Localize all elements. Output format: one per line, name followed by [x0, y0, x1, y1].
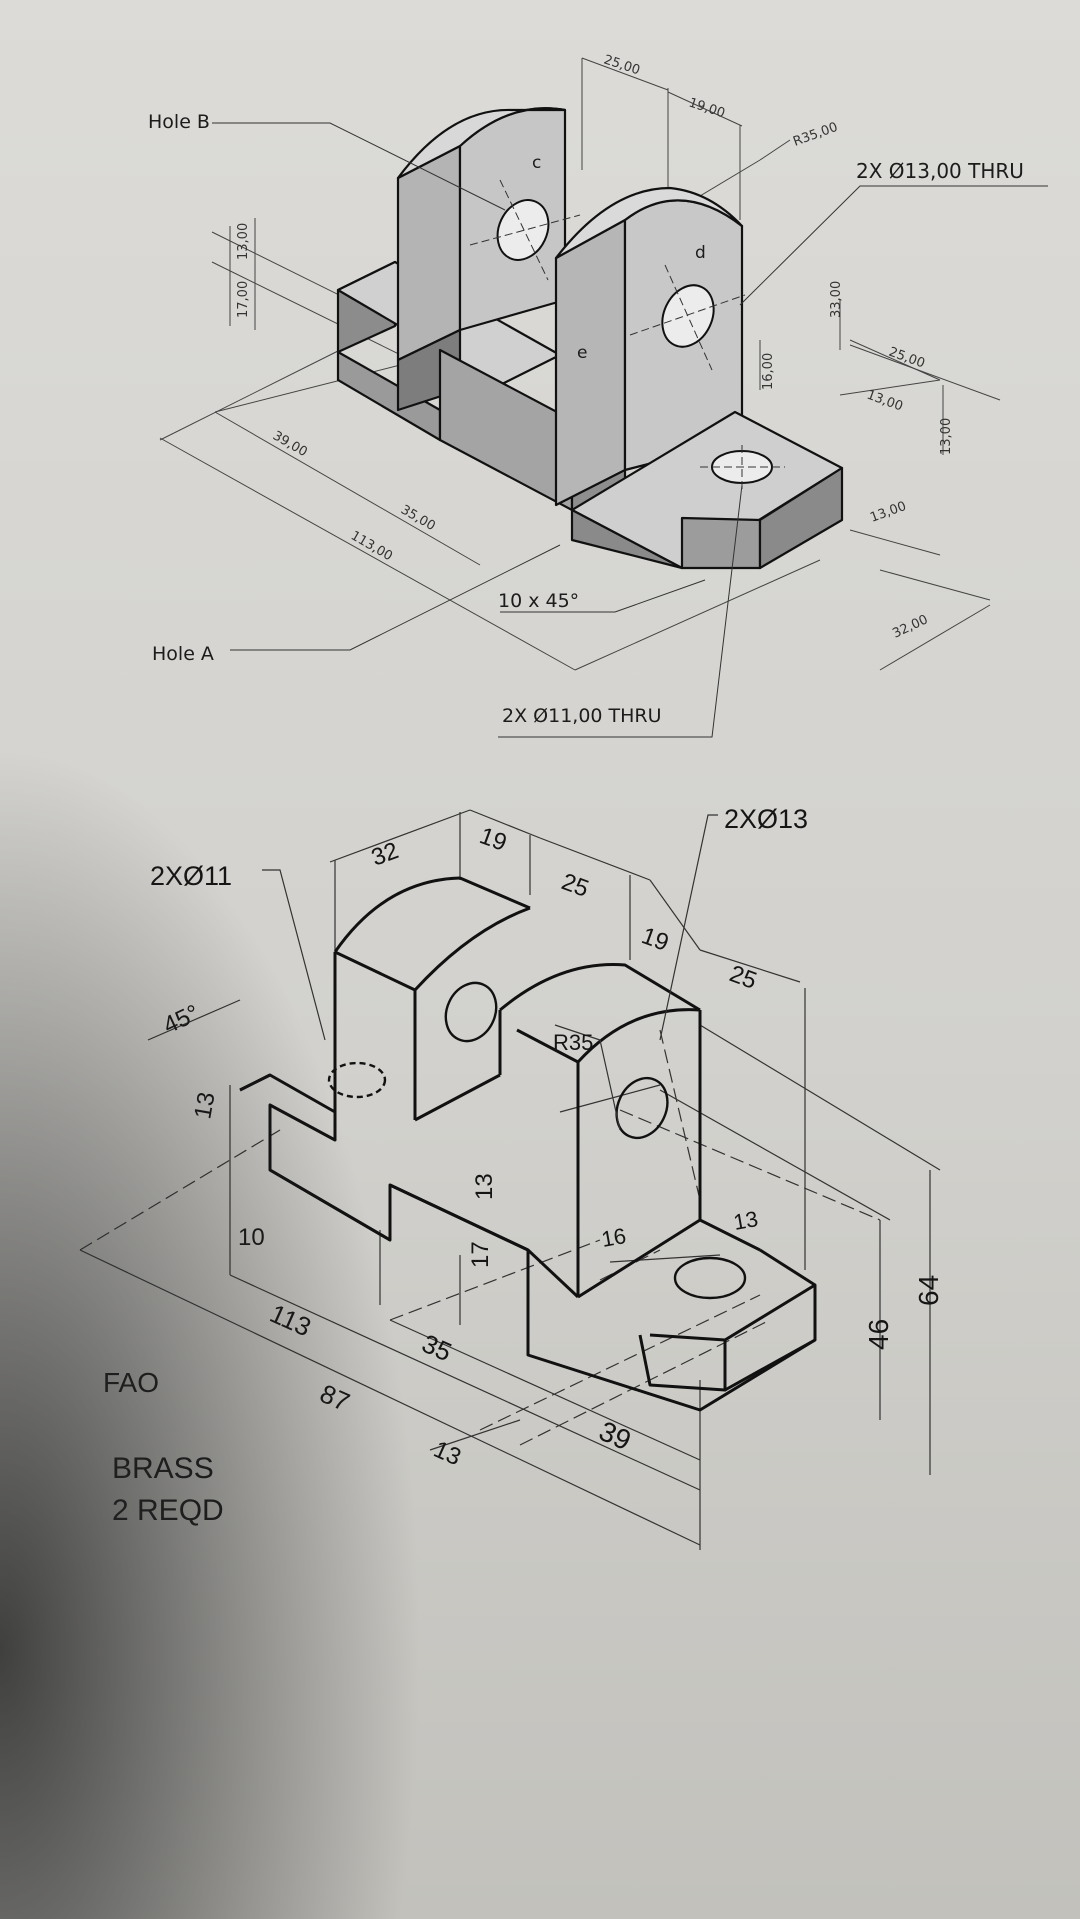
dim-r35: R35,00: [791, 120, 840, 150]
thru-13-label: 2X Ø13,00 THRU: [856, 159, 1024, 183]
hole-b-label: Hole B: [148, 111, 210, 133]
dim-13-right-c: 13,00: [868, 499, 908, 526]
dim-19-b-bottom: 19: [638, 922, 672, 957]
dim-45-bottom: 45°: [159, 1000, 203, 1040]
hole-11-hidden-circle: [327, 1061, 387, 1099]
dim-13-left: 13,00: [236, 223, 251, 260]
dim-25-b-bottom: 25: [726, 960, 760, 995]
dim-13-right-a: 13,00: [865, 388, 905, 415]
top-part-body: [336, 107, 844, 570]
dim-25-top: 25,00: [602, 53, 642, 79]
dim-64-bottom: 64: [913, 1275, 944, 1306]
face-e-label: e: [577, 343, 587, 363]
bottom-isometric-drawing: 2XØ11 2XØ13 R35 FAO BRASS 2 REQD 32 19 2…: [79, 804, 944, 1550]
bottom-part-body: [239, 876, 817, 1412]
dim-16: 16,00: [761, 353, 776, 390]
hole-11-circle: [673, 1256, 747, 1300]
dim-13-c-bottom: 13: [732, 1206, 760, 1235]
dim-35-bottom: 35: [418, 1328, 457, 1367]
dim-19-a-bottom: 19: [476, 822, 510, 857]
hole-13-lower-circle: [615, 1076, 669, 1140]
thru-11-label: 2X Ø11,00 THRU: [502, 705, 662, 727]
face-d-label: d: [695, 243, 706, 263]
dim-87-bottom: 87: [316, 1378, 355, 1417]
hole-11-label: 2XØ11: [150, 861, 232, 891]
dim-13-right-b: 13,00: [939, 418, 954, 455]
face-c-label: c: [532, 153, 541, 173]
dim-32-bottom: 32: [368, 837, 402, 872]
quantity-note: 2 REQD: [112, 1494, 224, 1527]
dim-25-a-bottom: 25: [558, 868, 592, 903]
dim-25-right: 25,00: [887, 345, 927, 372]
dim-39-bottom: 39: [595, 1415, 636, 1456]
hole-13-label: 2XØ13: [724, 804, 808, 834]
dim-10-bottom: 10: [238, 1224, 265, 1251]
fao-note: FAO: [103, 1367, 159, 1398]
dim-13-d-bottom: 13: [430, 1436, 465, 1472]
dim-17-bottom: 17: [467, 1241, 494, 1268]
hole-13-upper-circle: [444, 981, 498, 1043]
dim-17: 17,00: [236, 281, 251, 318]
r35-label: R35: [553, 1030, 593, 1055]
chamfer-label: 10 x 45°: [498, 590, 579, 612]
dim-33: 33,00: [829, 281, 844, 318]
dim-32: 32,00: [890, 612, 930, 641]
bottom-dimension-lines: [79, 809, 941, 1550]
material-note: BRASS: [112, 1452, 214, 1485]
dim-113: 113,00: [348, 528, 395, 564]
hole-a-label: Hole A: [152, 643, 214, 665]
dim-46-bottom: 46: [863, 1319, 894, 1350]
dim-113-bottom: 113: [266, 1298, 316, 1342]
dim-13-b-bottom: 13: [471, 1173, 498, 1200]
dim-13-a-bottom: 13: [189, 1090, 220, 1121]
dim-19-top: 19,00: [687, 96, 727, 122]
top-isometric-drawing: Hole B Hole A c d e 2X Ø13,00 THRU 2X Ø1…: [148, 53, 1048, 738]
dim-16-bottom: 16: [600, 1223, 628, 1252]
